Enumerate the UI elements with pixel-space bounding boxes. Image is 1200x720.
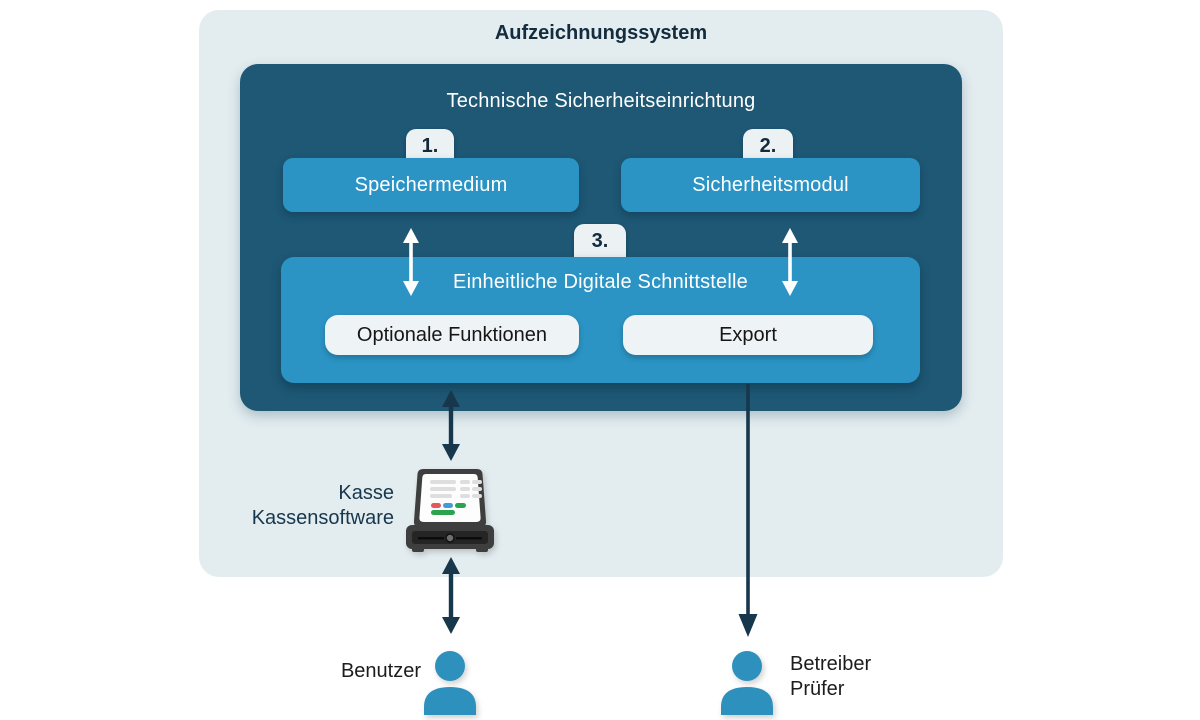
speichermedium-label: Speichermedium: [354, 173, 508, 196]
benutzer-person-icon: [424, 651, 476, 715]
betreiber-person-icon: [721, 651, 773, 715]
cash-register-icon: [406, 469, 494, 552]
sicherheitsmodul-schnittstelle-double-arrow-icon: [782, 228, 798, 296]
export-betreiber-down-arrow-icon: [738, 384, 758, 637]
aufzeichnungssystem-title: Aufzeichnungssystem: [494, 22, 708, 44]
schnittstelle-label: Einheitliche Digitale Schnittstelle: [453, 271, 748, 293]
kasse-label-line2: Kassensoftware: [251, 507, 394, 529]
optionale-funktionen-label: Optionale Funktionen: [356, 323, 548, 346]
betreiber-label-line1: Betreiber: [790, 653, 872, 675]
benutzer-label: Benutzer: [340, 660, 421, 682]
export-label: Export: [719, 323, 777, 346]
kasse-label-line1: Kasse: [338, 482, 394, 504]
betreiber-label-line2: Prüfer: [790, 678, 845, 700]
schnittstelle-box: Einheitliche Digitale Schnittstelle Opti…: [281, 257, 920, 383]
optionale-funktionen-box: Optionale Funktionen: [325, 315, 579, 355]
kasse-benutzer-double-arrow-icon: [442, 557, 460, 634]
speichermedium-box: Speichermedium: [283, 158, 579, 212]
sicherheitsmodul-box: Sicherheitsmodul: [621, 158, 920, 212]
betreiber-label: Betreiber Prüfer: [790, 652, 871, 702]
export-box: Export: [623, 315, 873, 355]
schnittstelle-kasse-double-arrow-icon: [442, 390, 460, 461]
kasse-label: Kasse Kassensoftware: [252, 481, 394, 531]
speichermedium-schnittstelle-double-arrow-icon: [403, 228, 419, 296]
tse-title: Technische Sicherheitseinrichtung: [446, 90, 756, 112]
sicherheitsmodul-label: Sicherheitsmodul: [692, 173, 849, 196]
